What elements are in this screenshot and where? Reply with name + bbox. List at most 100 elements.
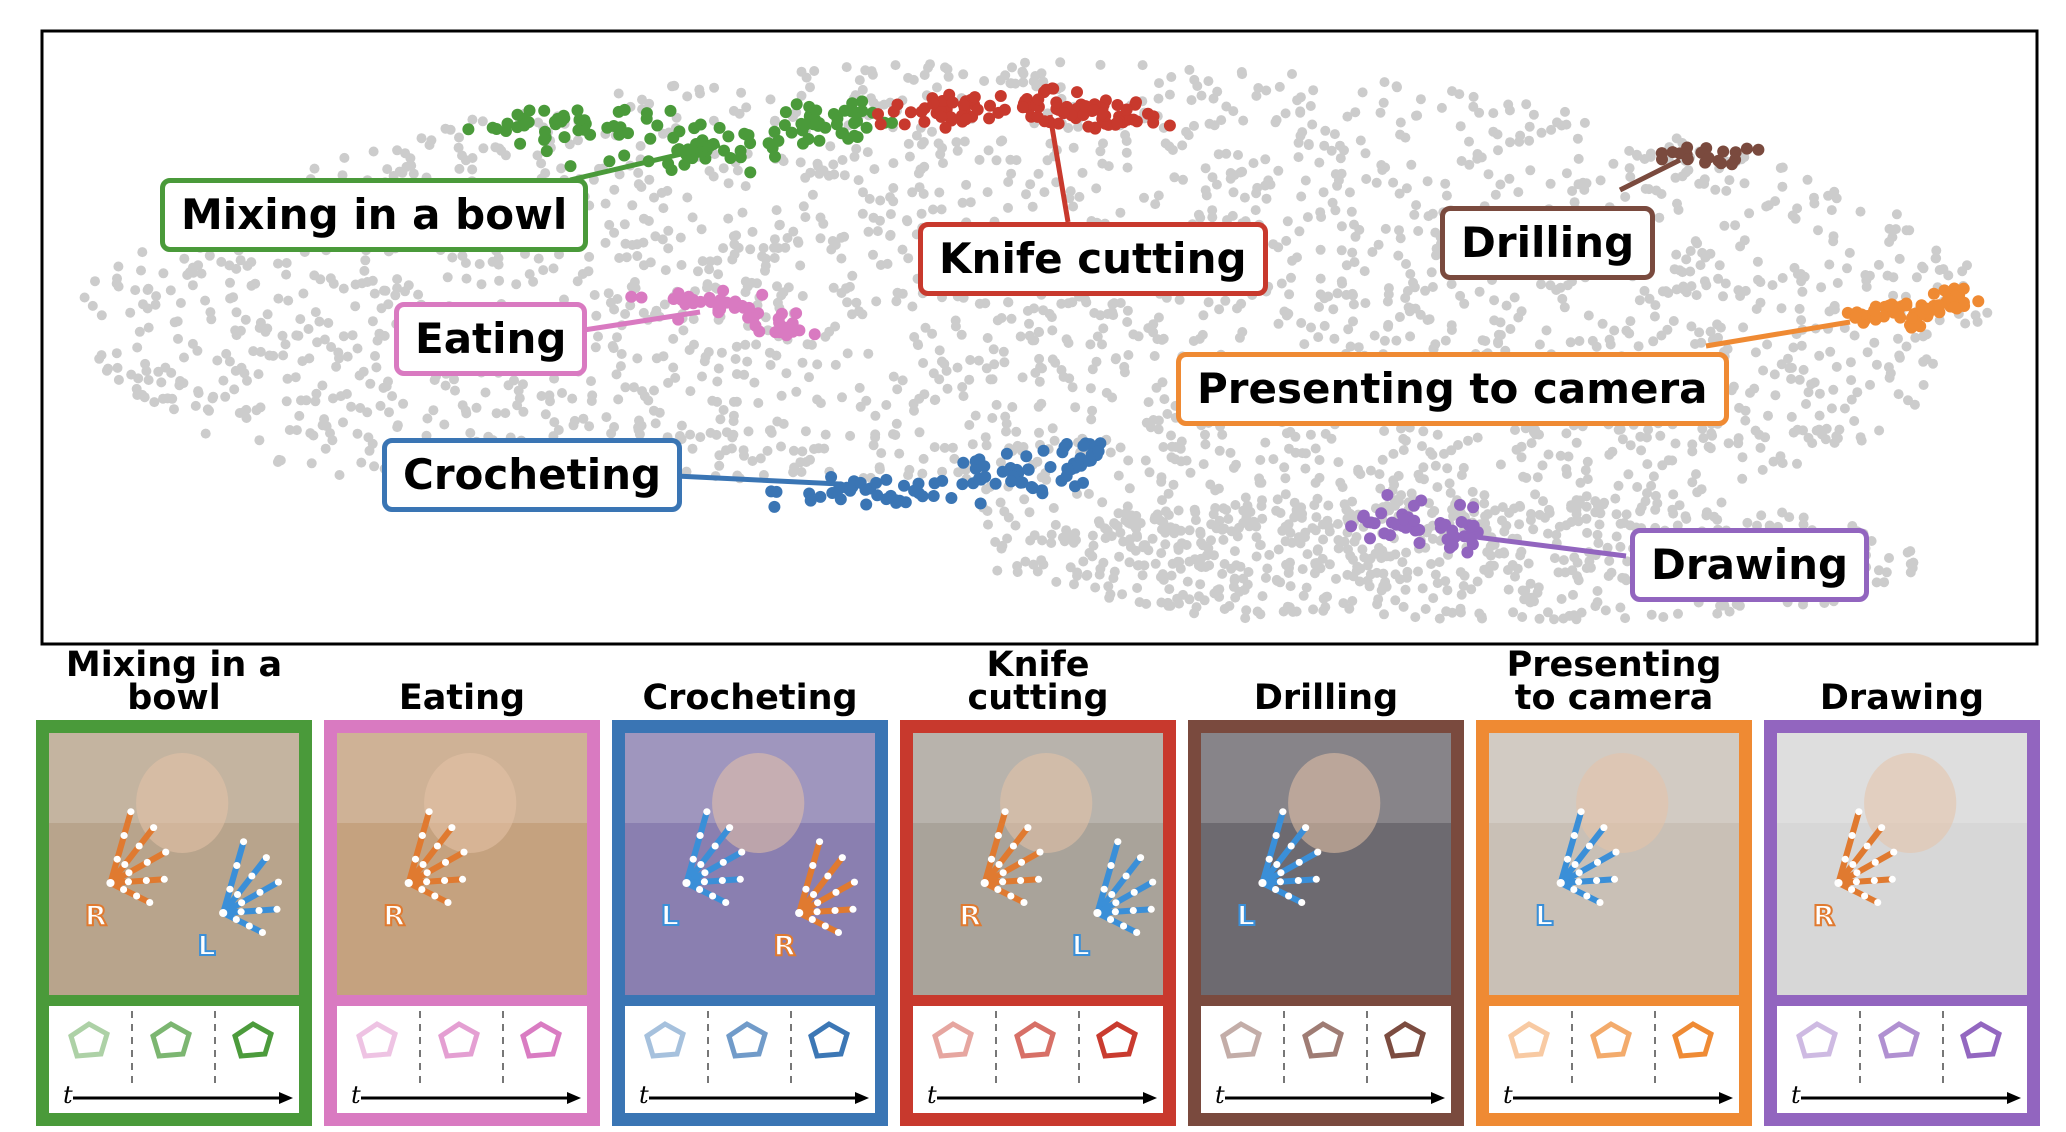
- time-axis-label: t: [351, 1081, 361, 1109]
- time-axis-label: t: [1791, 1081, 1801, 1109]
- pose-glyph: [150, 1021, 192, 1059]
- panel-title-line2: Eating: [398, 678, 526, 718]
- hand-label: L: [1535, 899, 1553, 932]
- example-video-frame: L: [1489, 733, 1739, 995]
- time-axis-label: t: [1503, 1081, 1513, 1109]
- hand-label: L: [1237, 899, 1255, 932]
- hand-pose-overlay: L: [1071, 838, 1157, 963]
- pose-glyph: [1672, 1021, 1714, 1059]
- pose-sequence-strip: t: [1201, 1006, 1451, 1113]
- pose-glyph: [438, 1021, 480, 1059]
- pose-sequence-strip: t: [913, 1006, 1163, 1113]
- pose-glyph: [356, 1021, 398, 1059]
- pose-glyph: [1384, 1021, 1426, 1059]
- panel-title-line2: Drilling: [1253, 678, 1399, 718]
- pose-glyph: [68, 1021, 110, 1059]
- arrow-head: [855, 1092, 869, 1104]
- example-panel: L t: [1188, 720, 1464, 1126]
- panel-title-line2: Drawing: [1819, 678, 1985, 718]
- hand-label: R: [383, 899, 405, 932]
- hand-label: R: [774, 929, 796, 962]
- hand-pose-overlay: L: [1534, 808, 1620, 933]
- hand-pose-overlay: L: [1236, 808, 1322, 933]
- cluster-label-knife-cutting: Knife cutting: [918, 222, 1268, 296]
- time-axis-label: t: [63, 1081, 73, 1109]
- arrow-head: [2007, 1092, 2021, 1104]
- pose-glyph: [1302, 1021, 1344, 1059]
- hand-pose-overlay: R: [382, 808, 468, 933]
- pose-sequence-strip: t: [1489, 1006, 1739, 1113]
- pose-glyph: [1796, 1021, 1838, 1059]
- cluster-points-presenting: [1841, 282, 1985, 334]
- cluster-points-eating: [625, 284, 821, 342]
- hand-pose-overlay: R: [958, 808, 1044, 933]
- leader-line-mixing: [569, 142, 721, 183]
- pose-glyph: [644, 1021, 686, 1059]
- panel-title-line1: Mixing in a: [65, 645, 283, 685]
- example-video-frame: R L: [913, 733, 1163, 995]
- example-panel: L t: [1476, 720, 1752, 1126]
- hand-pose-overlay: R: [773, 838, 858, 963]
- time-axis-label: t: [1215, 1081, 1225, 1109]
- example-video-frame: R: [337, 733, 587, 995]
- pose-glyph: [932, 1021, 974, 1059]
- pose-glyph: [1590, 1021, 1632, 1059]
- pose-glyph: [1096, 1021, 1138, 1059]
- pose-glyph: [1960, 1021, 2002, 1059]
- cluster-label-eating: Eating: [394, 302, 588, 376]
- cluster-label-drilling: Drilling: [1440, 206, 1656, 280]
- hand-label: L: [661, 899, 679, 932]
- example-panel: R t: [324, 720, 600, 1126]
- hand-pose-overlay: L: [197, 838, 282, 963]
- panel-title-line2: Crocheting: [642, 678, 858, 718]
- panel-title-line2: bowl: [127, 678, 221, 718]
- hand-label: L: [1072, 929, 1090, 962]
- leader-line-presenting: [1705, 319, 1851, 349]
- pose-glyph: [1014, 1021, 1056, 1059]
- cluster-points-crocheting: [765, 437, 1107, 513]
- cluster-label-crocheting: Crocheting: [382, 438, 683, 512]
- hand-label: L: [198, 929, 216, 962]
- cluster-label-presenting: Presenting to camera: [1176, 352, 1729, 426]
- arrow-head: [279, 1092, 293, 1104]
- arrow-head: [567, 1092, 581, 1104]
- time-axis-label: t: [927, 1081, 937, 1109]
- hand-pose-overlay: L: [660, 808, 746, 933]
- leader-line-eating: [583, 309, 701, 333]
- pose-sequence-strip: t: [337, 1006, 587, 1113]
- leader-line-crocheting: [675, 473, 841, 487]
- pose-glyph: [1220, 1021, 1262, 1059]
- pose-sequence-strip: t: [49, 1006, 299, 1113]
- pose-glyph: [726, 1021, 768, 1059]
- pose-glyph: [232, 1021, 274, 1059]
- hand-label: R: [959, 899, 981, 932]
- leader-line-knife: [1047, 114, 1071, 223]
- leader-line-drilling: [1618, 157, 1682, 193]
- cluster-points-knife: [872, 82, 1176, 135]
- pose-glyph: [1508, 1021, 1550, 1059]
- embedding-scatter-plot: [40, 29, 2039, 646]
- pose-glyph: [1878, 1021, 1920, 1059]
- example-video-frame: L: [1201, 733, 1451, 995]
- pose-glyph: [520, 1021, 562, 1059]
- arrow-head: [1431, 1092, 1445, 1104]
- cluster-label-mixing: Mixing in a bowl: [160, 178, 589, 252]
- pose-sequence-strip: t: [1777, 1006, 2027, 1113]
- example-panel: L R t: [612, 720, 888, 1126]
- hand-pose-overlay: R: [1812, 808, 1898, 933]
- example-panel: R t: [1764, 720, 2040, 1126]
- panel-title-line2: cutting: [967, 678, 1109, 718]
- leader-line-drawing: [1459, 532, 1627, 559]
- panel-title-line1: Knife: [986, 645, 1090, 685]
- panel-title-line2: to camera: [1514, 678, 1714, 718]
- time-axis-label: t: [639, 1081, 649, 1109]
- example-panel: R L t: [36, 720, 312, 1126]
- pose-sequence-strip: t: [625, 1006, 875, 1113]
- cluster-label-drawing: Drawing: [1630, 528, 1870, 602]
- hand-label: R: [1813, 899, 1835, 932]
- example-video-frame: L R: [625, 733, 875, 995]
- example-video-frame: R L: [49, 733, 299, 995]
- hand-label: R: [85, 899, 107, 932]
- arrow-head: [1143, 1092, 1157, 1104]
- pose-glyph: [808, 1021, 850, 1059]
